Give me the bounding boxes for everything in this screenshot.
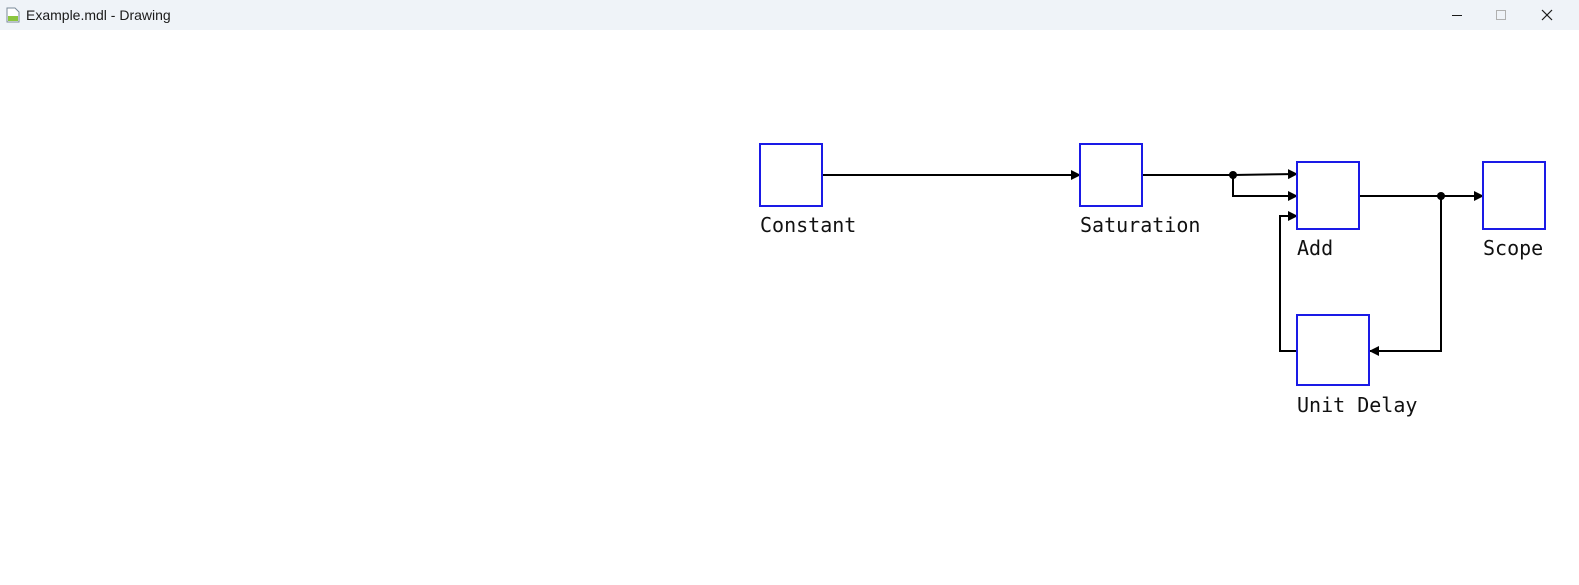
window-title: Example.mdl - Drawing <box>26 7 171 23</box>
close-button[interactable] <box>1524 0 1570 30</box>
unit-delay-block[interactable] <box>1296 314 1370 386</box>
signal-branch-to-add-in2[interactable] <box>1232 175 1298 201</box>
saturation-block[interactable] <box>1079 143 1143 207</box>
maximize-button[interactable] <box>1478 0 1524 30</box>
signal-branch-to-add-in1[interactable] <box>1232 169 1298 180</box>
constant-label: Constant <box>760 213 856 237</box>
scope-label: Scope <box>1483 236 1543 260</box>
constant-block[interactable] <box>759 143 823 207</box>
scope-block[interactable] <box>1482 161 1546 230</box>
add-label: Add <box>1297 236 1333 260</box>
saturation-label: Saturation <box>1080 213 1200 237</box>
branch-point <box>1229 171 1237 179</box>
maximize-icon <box>1496 10 1506 20</box>
add-block[interactable] <box>1296 161 1360 230</box>
document-icon <box>6 7 20 23</box>
drawing-canvas[interactable]: Constant Saturation Add Scope Unit Delay <box>0 30 1579 585</box>
signal-branch-to-unit-delay[interactable] <box>1369 196 1442 356</box>
signal-unit-delay-to-add-in3[interactable] <box>1279 211 1298 352</box>
unit-delay-label: Unit Delay <box>1297 393 1417 417</box>
close-icon <box>1541 9 1553 21</box>
title-bar: Example.mdl - Drawing <box>0 0 1579 30</box>
branch-point <box>1437 192 1445 200</box>
minimize-icon <box>1452 15 1462 16</box>
block-diagram: Constant Saturation Add Scope Unit Delay <box>759 143 1546 417</box>
minimize-button[interactable] <box>1434 0 1480 30</box>
